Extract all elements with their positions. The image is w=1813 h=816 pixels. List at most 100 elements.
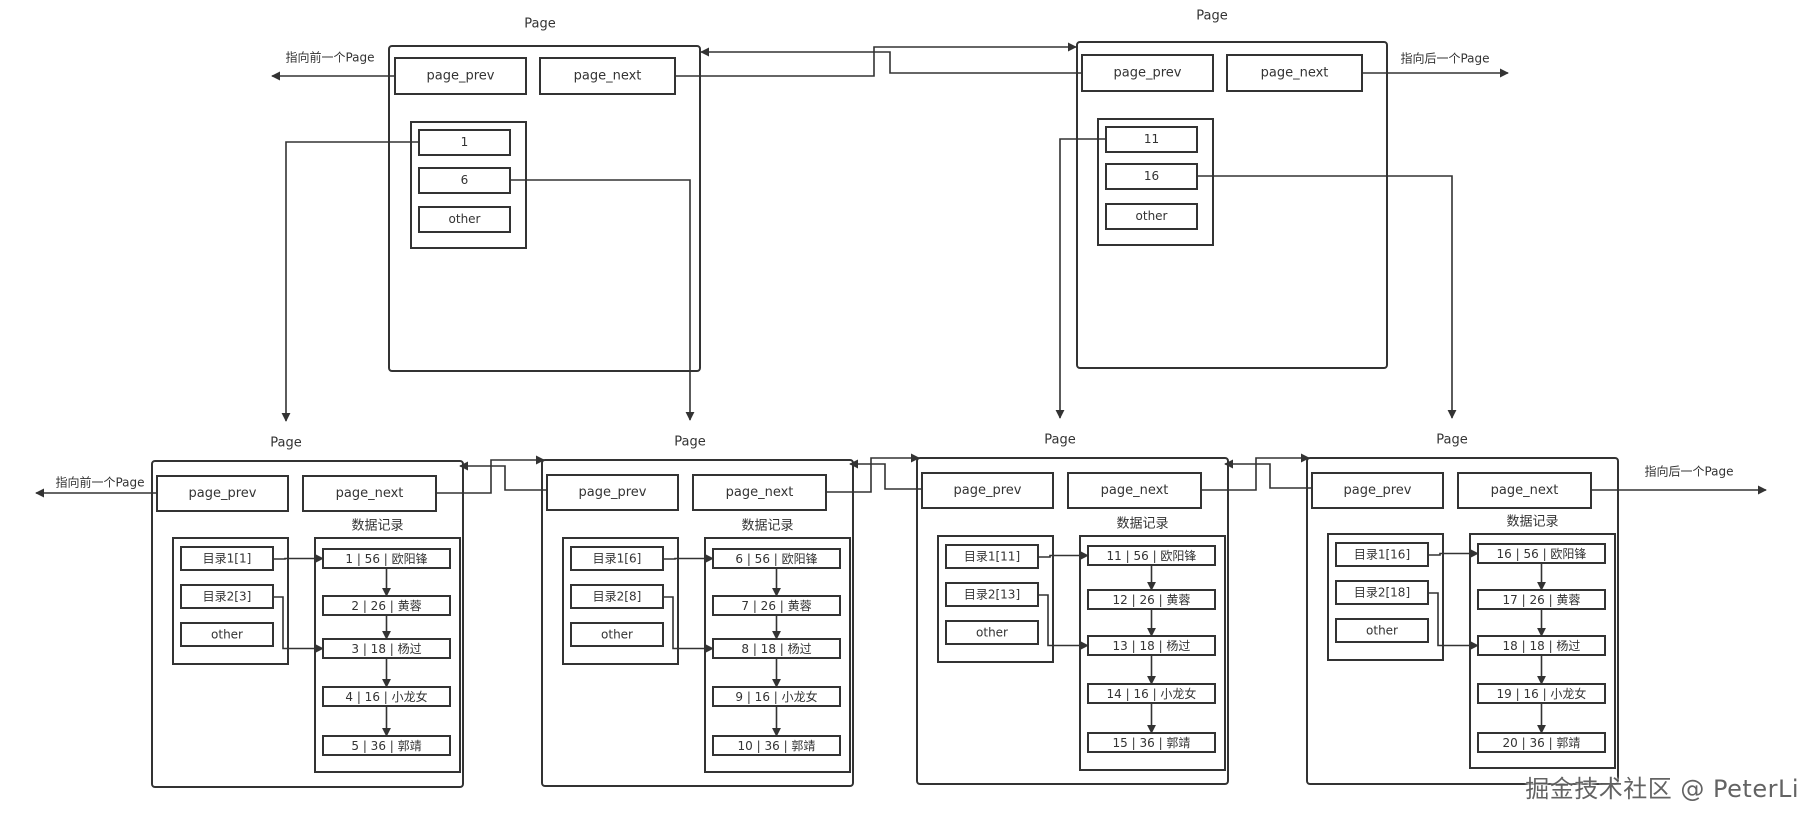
data-record-label: 16 | 56 | 欧阳锋 <box>1497 547 1587 561</box>
directory-pointer-arrow <box>1038 551 1089 560</box>
directory-entry-label: 目录2[8] <box>593 590 642 604</box>
next-page-label: 指向后一个Page <box>1400 51 1489 66</box>
leaf-prev-link-arrow <box>459 461 547 491</box>
leaf-page-3 <box>916 457 1229 785</box>
next-page-label: 指向后一个Page <box>1644 464 1733 479</box>
directory-entry-label: other <box>1366 624 1398 638</box>
page-next-label: page_next <box>574 69 642 84</box>
page-prev-label: page_prev <box>954 483 1022 498</box>
page-prev-label: page_prev <box>1114 66 1182 81</box>
data-record-label: 15 | 36 | 郭靖 <box>1113 736 1191 750</box>
data-records-title: 数据记录 <box>1506 515 1558 530</box>
prev-page-label: 指向前一个Page <box>55 475 144 490</box>
directory-pointer-arrow <box>1428 592 1479 650</box>
data-record-label: 3 | 18 | 杨过 <box>351 641 421 656</box>
directory-pointer-arrow <box>273 554 324 563</box>
page-next-label: page_next <box>336 486 404 501</box>
directory-entry <box>945 620 1039 645</box>
directory-entry-label: 目录2[3] <box>203 590 252 604</box>
page-prev-label: page_prev <box>1344 483 1412 498</box>
data-records-group <box>1079 535 1226 771</box>
directory-pointer-arrow <box>663 554 714 563</box>
data-record-label: 19 | 16 | 小龙女 <box>1497 686 1587 701</box>
index-entry-group <box>410 121 527 249</box>
directory-entry-label: 目录1[11] <box>964 550 1020 564</box>
data-record-label: 5 | 36 | 郭靖 <box>351 739 421 753</box>
index-entry <box>1105 203 1198 230</box>
index-prev-link-arrow <box>700 47 1082 74</box>
leaf-page-title: Page <box>270 436 301 451</box>
data-records-group <box>1469 533 1616 769</box>
page-next-label: page_next <box>1101 483 1169 498</box>
page-prev-label: page_prev <box>427 69 495 84</box>
data-record-label: 20 | 36 | 郭靖 <box>1503 736 1581 750</box>
directory-group <box>1327 533 1444 661</box>
directory-group <box>937 535 1054 663</box>
leaf-next-link-arrow <box>826 453 920 493</box>
page-prev-label: page_prev <box>579 485 647 500</box>
directory-group <box>172 537 289 665</box>
index-page-title: Page <box>1196 9 1227 24</box>
data-records-group <box>314 537 461 773</box>
directory-entry-label: other <box>211 628 243 642</box>
directory-entry-label: 目录1[16] <box>1354 548 1410 562</box>
index-page-1 <box>388 45 701 372</box>
page-prev-box <box>546 474 679 511</box>
page-prev-label: page_prev <box>189 486 257 501</box>
directory-pointer-arrow <box>273 596 324 653</box>
index-entry-label: other <box>1136 209 1168 223</box>
index-entry-label: 16 <box>1144 169 1159 183</box>
directory-pointer-arrow <box>663 596 714 653</box>
leaf-next-link-arrow <box>1201 453 1310 491</box>
leaf-page-title: Page <box>674 435 705 450</box>
directory-pointer-arrow <box>1428 549 1479 558</box>
directory-entry-label: 目录2[13] <box>964 588 1020 602</box>
index-pointer-arrow <box>1055 138 1106 419</box>
index-pointer-arrow <box>1197 175 1457 419</box>
data-record-label: 18 | 18 | 杨过 <box>1503 638 1581 653</box>
data-record-label: 7 | 26 | 黄蓉 <box>741 599 811 613</box>
index-page-title: Page <box>524 17 555 32</box>
data-record-label: 17 | 26 | 黄蓉 <box>1503 593 1581 607</box>
data-record-label: 13 | 18 | 杨过 <box>1113 638 1191 653</box>
leaf-page-title: Page <box>1044 433 1075 448</box>
page-prev-box <box>1311 472 1444 509</box>
directory-entry-label: 目录1[6] <box>593 552 642 566</box>
data-record-label: 6 | 56 | 欧阳锋 <box>735 552 817 566</box>
index-entry-group <box>1097 118 1214 246</box>
prev-page-label: 指向前一个Page <box>285 50 374 65</box>
leaf-prev-link-arrow <box>1224 459 1312 489</box>
data-records-title: 数据记录 <box>741 519 793 534</box>
index-pointer-arrow <box>510 179 695 421</box>
page-prev-box <box>921 472 1054 509</box>
page-next-label: page_next <box>726 485 794 500</box>
data-record-label: 4 | 16 | 小龙女 <box>345 689 427 704</box>
data-record-label: 2 | 26 | 黄蓉 <box>351 599 421 613</box>
data-record-label: 11 | 56 | 欧阳锋 <box>1107 549 1197 563</box>
data-record-label: 12 | 26 | 黄蓉 <box>1113 593 1191 607</box>
leaf-page-2 <box>541 459 854 787</box>
leaf-page-title: Page <box>1436 433 1467 448</box>
data-records-group <box>704 537 851 773</box>
index-entry-label: 11 <box>1144 132 1159 146</box>
directory-pointer-arrow <box>1038 594 1089 650</box>
directory-entry <box>180 622 274 647</box>
leaf-prev-link-arrow <box>849 459 922 490</box>
data-record-label: 10 | 36 | 郭靖 <box>738 739 816 753</box>
directory-entry <box>1335 618 1429 643</box>
data-records-title: 数据记录 <box>1116 517 1168 532</box>
data-record-label: 8 | 18 | 杨过 <box>741 641 811 656</box>
index-entry-label: 1 <box>461 135 469 149</box>
directory-group <box>562 537 679 665</box>
leaf-page-1 <box>151 460 464 788</box>
directory-entry-label: 目录1[1] <box>203 552 252 566</box>
index-next-link-arrow <box>675 42 1077 77</box>
data-record-label: 1 | 56 | 欧阳锋 <box>345 552 427 566</box>
directory-entry-label: other <box>601 628 633 642</box>
index-entry <box>418 206 511 233</box>
index-entry-label: 6 <box>461 173 469 187</box>
watermark: 掘金技术社区 @ PeterLi <box>1525 775 1799 803</box>
leaf-page-4 <box>1306 457 1619 785</box>
data-record-label: 9 | 16 | 小龙女 <box>735 689 817 704</box>
data-records-title: 数据记录 <box>351 519 403 534</box>
